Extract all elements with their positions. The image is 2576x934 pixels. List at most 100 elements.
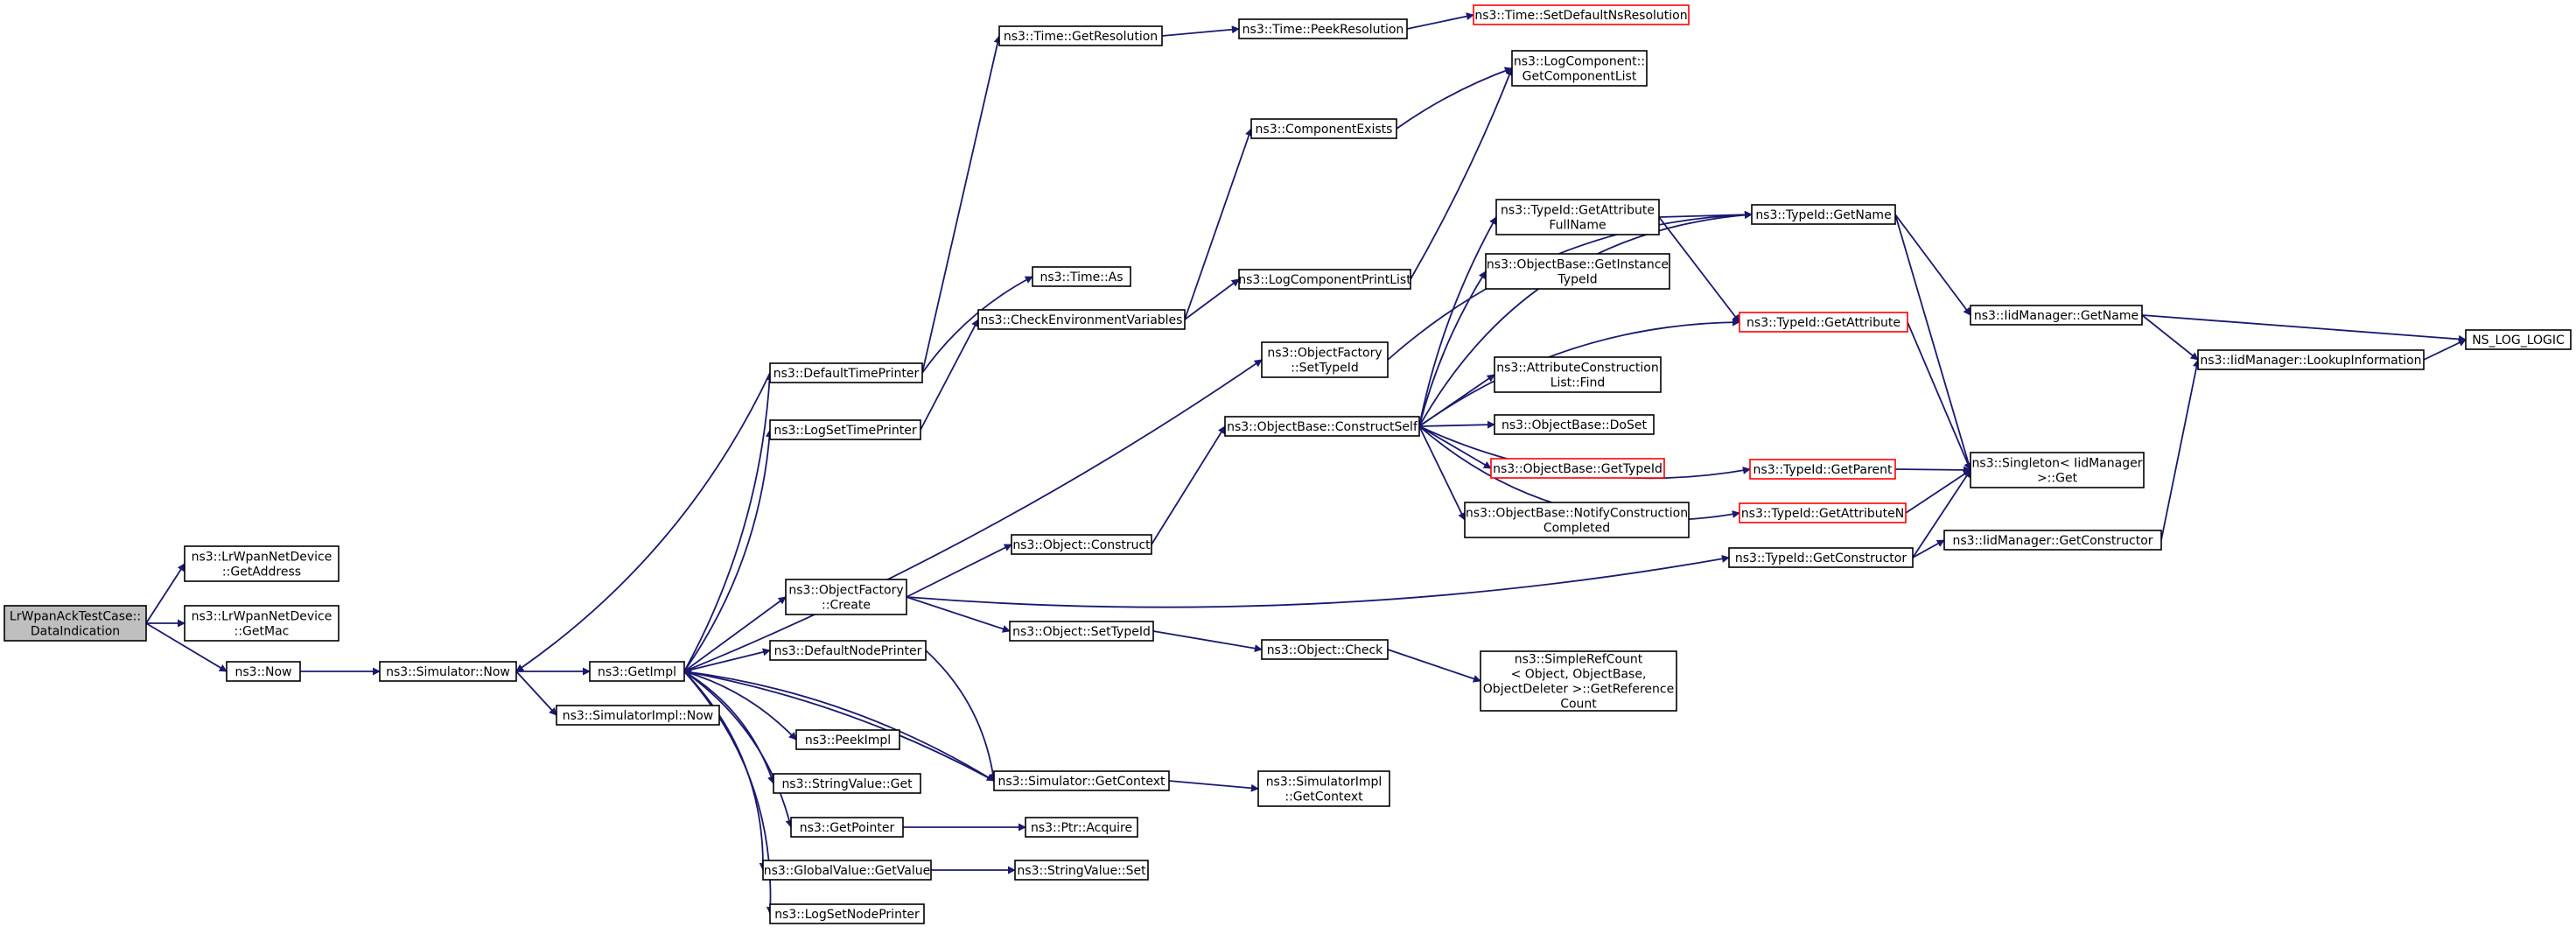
node-box[interactable] [1739,312,1908,333]
node-box[interactable] [762,860,932,881]
node-box[interactable] [2465,329,2572,350]
node-box[interactable] [226,661,301,682]
node-peekimpl[interactable]: ns3::PeekImpl [795,729,900,750]
node-box[interactable] [1257,770,1390,807]
node-box[interactable] [1261,639,1389,660]
node-time_setdefaultnsres[interactable]: ns3::Time::SetDefaultNsResolution [1473,4,1690,25]
node-box[interactable] [790,817,904,838]
node-time_getresolution[interactable]: ns3::Time::GetResolution [998,25,1163,46]
node-box[interactable] [769,640,927,661]
node-box[interactable] [1014,860,1149,881]
node-box[interactable] [556,705,720,726]
node-box[interactable] [1238,269,1411,290]
node-box[interactable] [184,545,340,582]
node-box[interactable] [184,605,340,642]
node-logsettimeprinter[interactable]: ns3::LogSetTimePrinter [769,419,921,440]
node-now[interactable]: ns3::Now [226,661,301,682]
node-box[interactable] [1739,502,1907,523]
node-box[interactable] [1025,817,1138,838]
node-box[interactable] [1970,452,2145,488]
node-box[interactable] [998,25,1163,46]
node-box[interactable] [769,419,921,440]
node-objfactory_settypeid[interactable]: ns3::ObjectFactory::SetTypeId [1261,341,1389,378]
node-logcomponentprintlist[interactable]: ns3::LogComponentPrintList [1238,269,1411,290]
node-objbase_constructself[interactable]: ns3::ObjectBase::ConstructSelf [1224,416,1420,437]
node-getimpl[interactable]: ns3::GetImpl [589,661,685,682]
node-time_as[interactable]: ns3::Time::As [1032,266,1131,287]
node-typeid_getattributen[interactable]: ns3::TypeId::GetAttributeN [1739,502,1907,523]
node-box[interactable] [1009,621,1154,642]
node-sim_now[interactable]: ns3::Simulator::Now [379,661,517,682]
node-box[interactable] [1970,305,2143,326]
node-box[interactable] [1495,199,1660,235]
node-box[interactable] [977,309,1186,330]
node-box[interactable] [773,773,921,794]
node-box[interactable] [1480,650,1677,712]
node-checkenvvars[interactable]: ns3::CheckEnvironmentVariables [977,309,1186,330]
node-defaulttimeprinter[interactable]: ns3::DefaultTimePrinter [769,362,923,383]
node-box[interactable] [785,579,907,615]
node-box[interactable] [1473,4,1690,25]
node-box[interactable] [1943,530,2162,551]
node-getpointer[interactable]: ns3::GetPointer [790,817,904,838]
node-box[interactable] [1464,502,1690,538]
node-time_peekresolution[interactable]: ns3::Time::PeekResolution [1238,18,1408,39]
node-box[interactable] [1749,459,1896,480]
node-sim_getcontext[interactable]: ns3::Simulator::GetContext [993,770,1170,791]
node-globalvalue_getvalue[interactable]: ns3::GlobalValue::GetValue [762,860,932,881]
node-root[interactable]: LrWpanAckTestCase::DataIndication [4,605,147,642]
node-box[interactable] [1490,458,1665,479]
node-box[interactable] [1250,118,1397,139]
node-box[interactable] [1511,50,1648,87]
node-getaddress[interactable]: ns3::LrWpanNetDevice::GetAddress [184,545,340,582]
node-ptr_acquire[interactable]: ns3::Ptr::Acquire [1025,817,1138,838]
node-ns_log_logic[interactable]: NS_LOG_LOGIC [2465,329,2572,350]
node-box[interactable] [1485,253,1670,290]
node-simimpl_getcontext[interactable]: ns3::SimulatorImpl::GetContext [1257,770,1390,807]
node-box[interactable] [1238,18,1408,39]
node-box[interactable] [1011,534,1152,555]
node-box[interactable] [1261,341,1389,378]
node-box[interactable] [769,362,923,383]
node-logcomponent_getlist[interactable]: ns3::LogComponent::GetComponentList [1511,50,1648,87]
node-box[interactable] [1728,547,1914,568]
node-box[interactable] [2197,349,2425,370]
node-stringvalue_get[interactable]: ns3::StringValue::Get [773,773,921,794]
node-logsetnodeprinter[interactable]: ns3::LogSetNodePrinter [769,903,925,924]
node-objfactory_create[interactable]: ns3::ObjectFactory::Create [785,579,907,615]
node-box[interactable] [589,661,685,682]
node-box[interactable] [1751,204,1896,225]
node-iidmanager_getname[interactable]: ns3::IidManager::GetName [1970,305,2143,326]
node-box[interactable] [993,770,1170,791]
node-stringvalue_set[interactable]: ns3::StringValue::Set [1014,860,1149,881]
node-objbase_gettypeid[interactable]: ns3::ObjectBase::GetTypeId [1490,458,1665,479]
node-box[interactable] [4,605,147,642]
node-object_settypeid[interactable]: ns3::Object::SetTypeId [1009,621,1154,642]
node-componentexists[interactable]: ns3::ComponentExists [1250,118,1397,139]
node-getmac[interactable]: ns3::LrWpanNetDevice::GetMac [184,605,340,642]
node-object_check[interactable]: ns3::Object::Check [1261,639,1389,660]
node-typeid_getconstructor[interactable]: ns3::TypeId::GetConstructor [1728,547,1914,568]
node-typeid_getname[interactable]: ns3::TypeId::GetName [1751,204,1896,225]
node-box[interactable] [1224,416,1420,437]
node-singleton_get[interactable]: ns3::Singleton< IidManager>::Get [1970,452,2145,488]
node-object_construct[interactable]: ns3::Object::Construct [1011,534,1152,555]
node-box[interactable] [379,661,517,682]
node-box[interactable] [769,903,925,924]
node-box[interactable] [1494,414,1655,435]
node-objbase_notifyconstruction[interactable]: ns3::ObjectBase::NotifyConstructionCompl… [1464,502,1690,538]
node-simplerefcount[interactable]: ns3::SimpleRefCount< Object, ObjectBase,… [1480,650,1677,712]
node-defaultnodeprinter[interactable]: ns3::DefaultNodePrinter [769,640,927,661]
node-box[interactable] [1494,356,1662,393]
node-simimpl_now[interactable]: ns3::SimulatorImpl::Now [556,705,720,726]
node-box[interactable] [1032,266,1131,287]
node-typeid_getattribute[interactable]: ns3::TypeId::GetAttribute [1739,312,1908,333]
node-typeid_getparent[interactable]: ns3::TypeId::GetParent [1749,459,1896,480]
node-iidmanager_lookupinfo[interactable]: ns3::IidManager::LookupInformation [2197,349,2425,370]
node-objbase_doset[interactable]: ns3::ObjectBase::DoSet [1494,414,1655,435]
node-iidmanager_getconstructor[interactable]: ns3::IidManager::GetConstructor [1943,530,2162,551]
node-box[interactable] [795,729,900,750]
